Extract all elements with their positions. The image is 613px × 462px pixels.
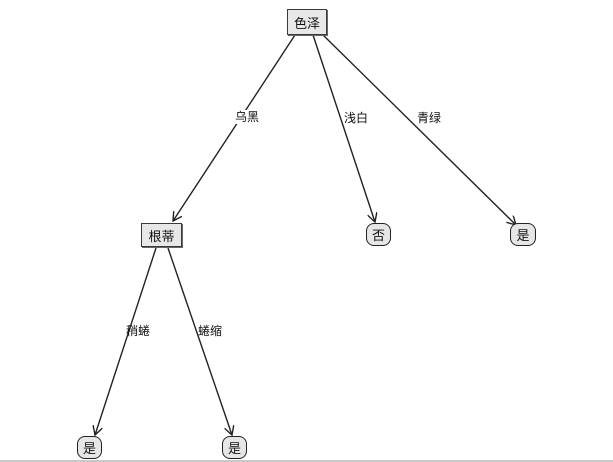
edge-qianbai xyxy=(312,34,375,222)
leaf-node-shi-qinglv: 是 xyxy=(510,223,536,246)
edge-label-qinglv: 青绿 xyxy=(417,111,442,125)
edge-qinglv xyxy=(320,32,516,225)
edge-shaoquan xyxy=(95,247,157,435)
edge-label-wuhei: 乌黑 xyxy=(235,110,260,124)
edge-wuhei xyxy=(173,34,296,221)
root-node-sezhe: 色泽 xyxy=(287,9,327,35)
edge-quansuo xyxy=(167,247,232,435)
edge-label-qianbai: 浅白 xyxy=(344,111,369,125)
leaf-node-shi-shaoquan: 是 xyxy=(77,436,102,459)
edge-label-quansuo: 蜷缩 xyxy=(198,324,223,338)
leaf-node-fou: 否 xyxy=(366,223,391,246)
bottom-divider xyxy=(0,460,613,462)
edge-label-shaoquan: 稍蜷 xyxy=(126,324,151,338)
leaf-node-shi-quansuo: 是 xyxy=(222,436,247,459)
node-gendi: 根蒂 xyxy=(141,223,182,247)
